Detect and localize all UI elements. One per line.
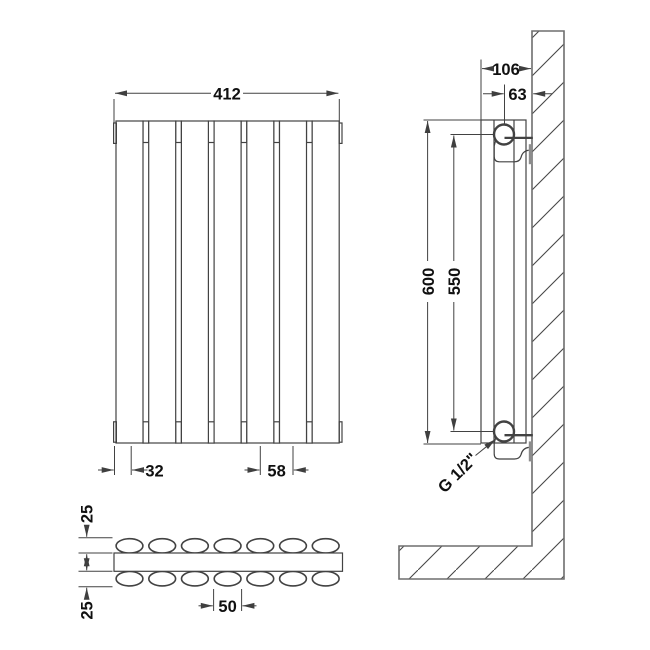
collector-link-top	[305, 120, 313, 144]
dim-label-depth: 106	[492, 61, 520, 79]
oval-tube-bottom-row	[311, 570, 340, 587]
radiator-panel	[311, 120, 340, 444]
dimension-end-offset: 32	[98, 446, 164, 481]
bracket-pad-bottom	[528, 441, 533, 462]
bracket-top	[493, 140, 529, 163]
dim-label-top-depth: 25	[79, 505, 97, 523]
collector-link-top	[273, 120, 281, 144]
dimension-panel-pitch: 58	[244, 446, 309, 481]
dim-label-center-to-wall: 63	[508, 86, 526, 104]
radiator-panel	[278, 120, 308, 444]
oval-tube-top-row	[115, 537, 144, 554]
end-tab	[112, 122, 117, 144]
dimension-center-to-wall: 63	[483, 84, 552, 125]
dim-label-overall-width: 412	[213, 86, 241, 104]
oval-tube-top-row	[278, 537, 308, 554]
oval-tube-top-row	[311, 537, 340, 554]
wall-section	[398, 30, 565, 580]
collector-link-bottom	[142, 421, 150, 444]
dim-label-tube-width: 50	[218, 598, 236, 616]
oval-tube-top-row	[246, 537, 275, 554]
collector-link-bottom	[207, 421, 215, 444]
dimension-pipe-centers: 550	[446, 134, 494, 432]
dimension-top-row-depth: 25	[78, 505, 113, 567]
collector-link-bottom	[273, 421, 281, 444]
collector-link-bottom	[175, 421, 182, 444]
leader-arrow	[475, 438, 496, 456]
oval-tube-top-row	[213, 537, 242, 554]
oval-tube-bottom-row	[180, 570, 210, 587]
oval-tube-bottom-row	[278, 570, 308, 587]
oval-tube-bottom-row	[246, 570, 275, 587]
tube-array	[115, 537, 340, 587]
dimension-overall-height: 600	[420, 119, 481, 445]
end-tab	[338, 421, 343, 443]
collector-link-top	[175, 120, 182, 144]
collector-link-bottom	[305, 421, 313, 444]
connection-callout: G 1/2"	[435, 438, 496, 497]
collector-link-top	[207, 120, 215, 144]
bracket-pad-top	[528, 144, 533, 165]
side-view: 106 63 600 550 G 1/2"	[398, 30, 565, 580]
radiator-profile	[480, 119, 527, 444]
dimension-bottom-row-depth: 25	[78, 558, 113, 620]
radiator-panel	[246, 120, 275, 444]
pipe-connection-bottom	[492, 420, 516, 443]
end-tab	[338, 122, 343, 144]
radiator-panel	[148, 120, 177, 444]
collector-link-top	[142, 120, 150, 144]
profile-outline	[480, 119, 527, 444]
dim-label-pipe-centers: 550	[446, 268, 464, 296]
oval-tube-top-row	[148, 537, 177, 554]
connection-size-label: G 1/2"	[435, 450, 482, 497]
radiator-panel	[115, 120, 144, 444]
dim-label-overall-height: 600	[420, 268, 438, 296]
collector-link-top	[240, 120, 248, 144]
oval-tube-bottom-row	[148, 570, 177, 587]
bracket-bottom	[493, 438, 529, 460]
end-tab	[112, 421, 117, 443]
collector-link-bottom	[240, 421, 248, 444]
radiator-panel	[180, 120, 209, 444]
panel-array	[115, 120, 340, 444]
dim-label-bottom-depth: 25	[79, 601, 97, 619]
oval-tube-bottom-row	[115, 570, 144, 587]
dimension-tube-width: 50	[198, 589, 257, 616]
radiator-panel	[213, 120, 242, 444]
front-view: 412 32 58	[98, 86, 343, 481]
oval-tube-top-row	[180, 537, 210, 554]
oval-tube-bottom-row	[213, 570, 242, 587]
dimension-depth-to-wall: 106	[480, 59, 531, 120]
panel-slab	[113, 552, 344, 572]
dimension-overall-width: 412	[113, 86, 340, 123]
dim-label-end-offset: 32	[145, 463, 163, 481]
dim-label-panel-pitch: 58	[267, 463, 285, 481]
plan-view: 25 25 50	[78, 505, 344, 620]
